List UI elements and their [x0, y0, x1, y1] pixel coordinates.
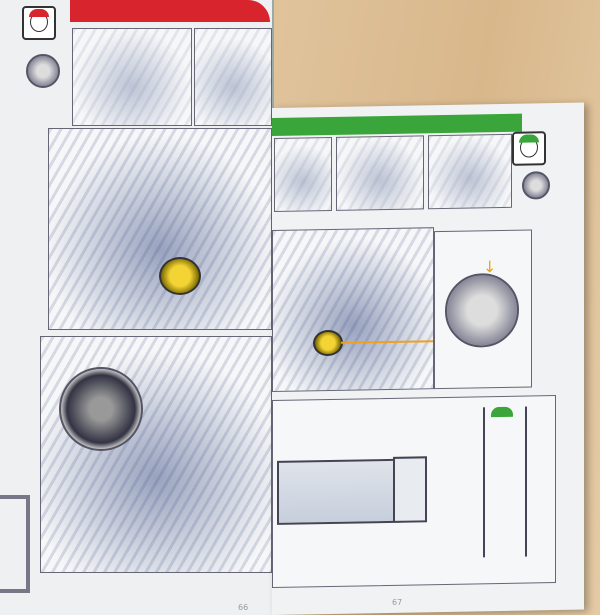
green-header-bar [272, 113, 522, 136]
highway-panel [194, 28, 272, 126]
ignition-switch-icon [522, 171, 550, 200]
driver-face-icon [512, 131, 546, 166]
ignition-key-highlight [159, 257, 201, 295]
tab-marker [0, 495, 30, 593]
truck-cab [393, 456, 427, 523]
red-header-bar [70, 0, 270, 22]
driver-waving-panel [272, 395, 556, 588]
ignition-switch-panel: ↓ [434, 229, 532, 390]
waving-driver [483, 406, 527, 558]
highway-panel [336, 135, 424, 211]
truck-road-panel [274, 136, 332, 212]
driver-cab-panel [272, 227, 434, 392]
down-arrow-icon: ↓ [483, 257, 497, 277]
left-page: 66 [0, 0, 274, 615]
right-page: ↓ 67 [272, 102, 584, 615]
engine-truck-panel [40, 336, 272, 573]
truck-road-panel [72, 28, 192, 126]
traffic-jam-panel [428, 133, 512, 210]
truck-trailer [277, 458, 401, 525]
ignition-switch-closeup [445, 272, 519, 348]
right-page-number: 67 [392, 597, 403, 607]
driver-cab-panel [48, 128, 272, 330]
engine-fan-icon [59, 367, 143, 451]
ignition-switch-icon [26, 54, 60, 88]
driver-face-icon [22, 6, 56, 40]
left-page-number: 66 [238, 603, 249, 612]
